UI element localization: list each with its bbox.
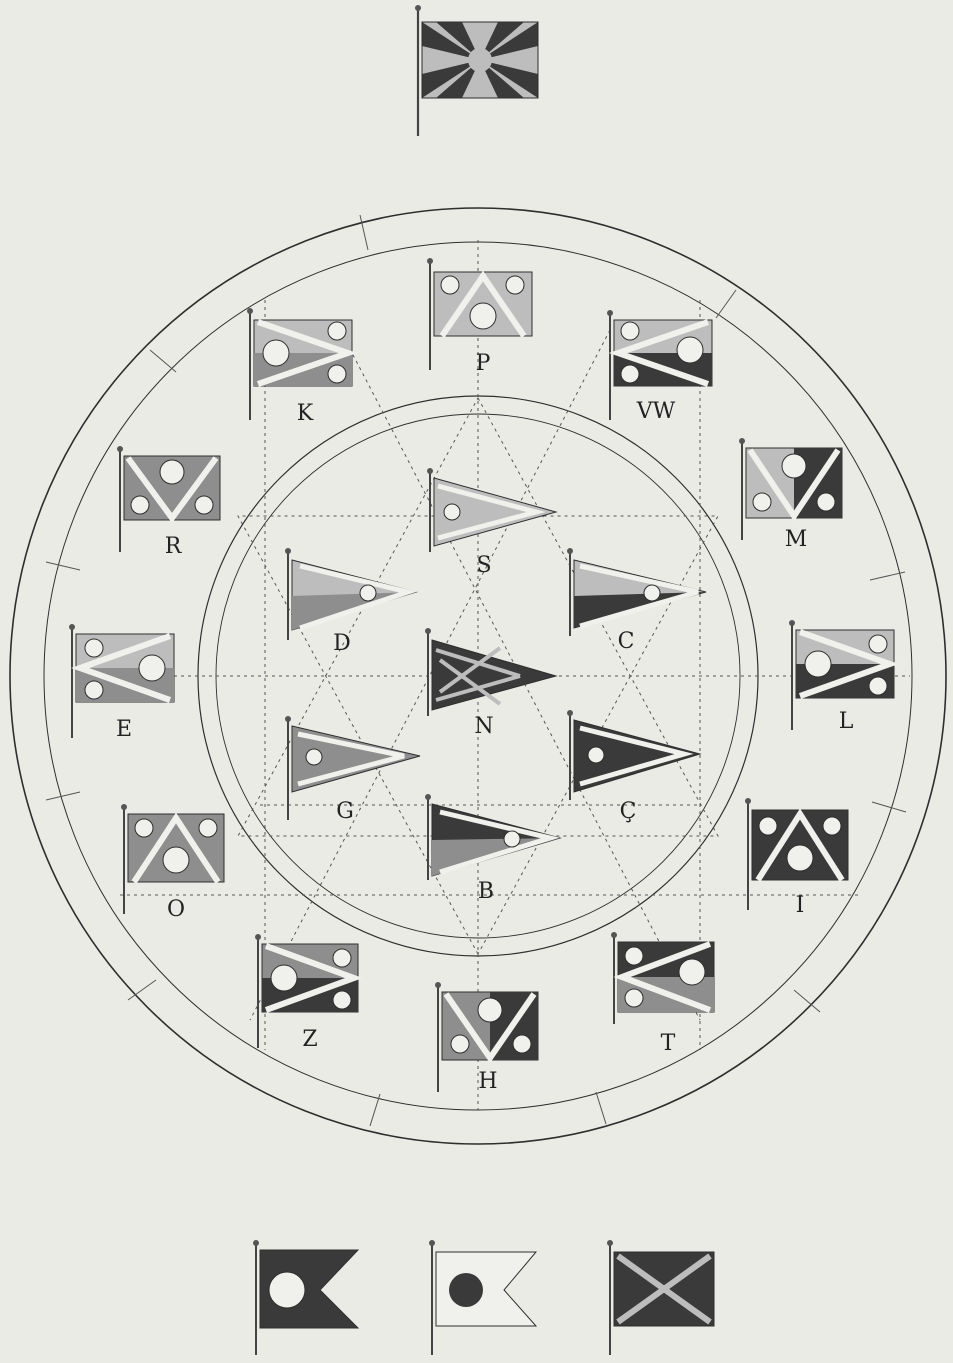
pennant-n	[425, 628, 556, 716]
label-c-cedilla: Ç	[620, 799, 637, 824]
label-d: D	[333, 631, 351, 656]
bottom-flag-saltire	[607, 1240, 714, 1355]
label-n: N	[474, 714, 493, 739]
bottom-flag-swallowtail-ball	[429, 1240, 536, 1355]
label-s: S	[476, 553, 491, 578]
label-h: H	[478, 1069, 497, 1094]
flag-m	[739, 438, 842, 540]
bottom-flag-swallowtail-circle	[253, 1240, 358, 1355]
label-t: T	[661, 1031, 676, 1056]
pennant-b	[425, 794, 560, 880]
label-m: M	[785, 527, 808, 552]
label-vw: VW	[636, 399, 676, 424]
label-r: R	[165, 534, 183, 559]
label-i: I	[796, 893, 805, 918]
label-k: K	[297, 401, 314, 426]
label-e: E	[116, 717, 132, 742]
pennant-d	[285, 548, 416, 640]
label-g: G	[336, 799, 354, 824]
label-p: P	[476, 351, 491, 376]
flag-labels: P K VW R M E L O I Z T H S D C N G Ç B	[116, 351, 854, 1094]
label-z: Z	[302, 1027, 317, 1052]
label-b: B	[478, 879, 494, 904]
pennant-c-cedilla	[567, 710, 700, 800]
label-o: O	[167, 897, 185, 922]
label-l: L	[839, 709, 854, 734]
flag-top-rays	[415, 5, 538, 136]
label-c: C	[618, 629, 635, 654]
pennant-s	[427, 468, 556, 552]
flag-t	[611, 932, 714, 1024]
pennant-c	[567, 548, 706, 636]
